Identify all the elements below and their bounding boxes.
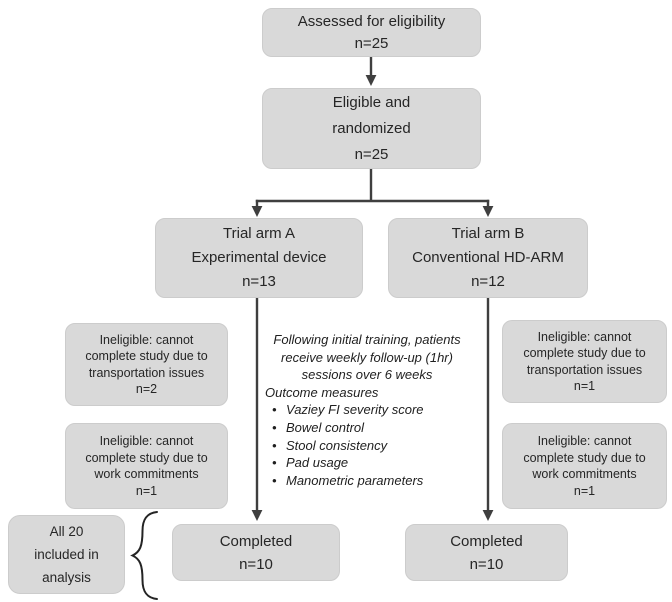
box-eligible-line: Eligible and — [332, 93, 411, 111]
box-arm-a-line: Trial arm A — [223, 225, 295, 242]
box-ineligible-b-work-count: n=1 — [573, 483, 596, 498]
bullet-icon: • — [272, 472, 277, 488]
box-assessed: Assessed for eligibility n=25 — [262, 8, 481, 57]
outcome-bullet: • Stool consistency — [258, 437, 476, 455]
bullet-icon: • — [272, 455, 277, 471]
outcome-bullet-label: Stool consistency — [286, 437, 388, 453]
box-analysis-note-line: analysis — [42, 570, 91, 585]
box-arm-a-count: n=13 — [242, 273, 276, 290]
box-completed-a-count: n=10 — [239, 555, 273, 573]
box-ineligible-a-work-line: complete study due to — [85, 450, 208, 465]
box-ineligible-b-work-line: Ineligible: cannot — [537, 434, 632, 448]
protocol-note-line: Following initial training, patients — [273, 332, 461, 347]
arrowhead-arm-b — [482, 206, 494, 217]
protocol-note-line: sessions over 6 weeks — [301, 367, 433, 383]
box-completed-b: Completed n=10 — [405, 524, 568, 581]
box-ineligible-a-work-count: n=1 — [135, 483, 158, 498]
outcome-bullet-label: Pad usage — [286, 455, 349, 471]
box-ineligible-b-transport: Ineligible: cannot complete study due to… — [502, 320, 667, 403]
outcome-measures-heading: Outcome measures — [265, 384, 379, 400]
box-completed-b-count: n=10 — [469, 555, 504, 573]
outcome-bullet: • Bowel control — [258, 419, 476, 437]
analysis-brace — [130, 511, 158, 600]
box-ineligible-b-transport-line: Ineligible: cannot — [537, 329, 632, 344]
box-eligible-line: randomized — [332, 119, 411, 137]
box-ineligible-a-work-line: Ineligible: cannot — [99, 434, 194, 448]
box-ineligible-a-transport: Ineligible: cannot complete study due to… — [65, 323, 228, 406]
protocol-note-line: receive weekly follow-up (1hr) — [281, 349, 453, 365]
arrowhead-completed-b — [482, 510, 494, 521]
box-ineligible-b-transport-line: complete study due to — [523, 346, 646, 360]
outcome-bullet: • Vaziey FI severity score — [258, 401, 476, 419]
box-arm-a: Trial arm A Experimental device n=13 — [155, 218, 363, 298]
outcome-bullet: • Manometric parameters — [258, 472, 476, 490]
arrowhead-eligible — [365, 75, 377, 86]
box-completed-a: Completed n=10 — [172, 524, 340, 581]
bullet-icon: • — [272, 437, 277, 453]
box-arm-b-line: Trial arm B — [451, 225, 525, 242]
box-ineligible-a-transport-line: Ineligible: cannot — [99, 332, 194, 347]
bullet-icon: • — [272, 402, 277, 418]
box-ineligible-a-transport-count: n=2 — [135, 382, 158, 396]
box-completed-a-line: Completed — [219, 532, 293, 550]
outcome-bullet-label: Bowel control — [286, 419, 365, 435]
box-arm-b-count: n=12 — [471, 273, 505, 290]
box-analysis-note: All 20 included in analysis — [8, 515, 125, 594]
box-ineligible-b-work-line: complete study due to — [523, 450, 646, 465]
box-ineligible-a-transport-line: transportation issues — [88, 365, 205, 380]
outcome-bullet-label: Vaziey FI severity score — [286, 402, 424, 418]
box-arm-b-line: Conventional HD-ARM — [412, 249, 564, 266]
box-ineligible-b-work: Ineligible: cannot complete study due to… — [502, 423, 667, 509]
box-ineligible-a-work: Ineligible: cannot complete study due to… — [65, 423, 228, 509]
box-eligible-count: n=25 — [354, 145, 389, 163]
box-assessed-count: n=25 — [354, 34, 389, 52]
protocol-note: Following initial training, patients rec… — [258, 331, 476, 489]
outcome-bullet: • Pad usage — [258, 454, 476, 472]
box-analysis-note-line: All 20 — [49, 524, 84, 539]
box-ineligible-a-work-line: work commitments — [94, 467, 199, 481]
box-ineligible-a-transport-line: complete study due to — [85, 349, 208, 363]
box-arm-a-line: Experimental device — [191, 249, 327, 266]
box-arm-b: Trial arm B Conventional HD-ARM n=12 — [388, 218, 588, 298]
box-completed-b-line: Completed — [450, 532, 523, 550]
arrowhead-completed-a — [251, 510, 263, 521]
box-ineligible-b-transport-line: transportation issues — [526, 362, 643, 377]
bullet-icon: • — [272, 419, 277, 435]
box-ineligible-b-work-line: work commitments — [532, 467, 637, 481]
box-analysis-note-line: included in — [34, 547, 99, 562]
arrowhead-arm-a — [251, 206, 263, 217]
box-assessed-line: Assessed for eligibility — [297, 12, 446, 30]
box-eligible: Eligible and randomized n=25 — [262, 88, 481, 169]
box-ineligible-b-transport-count: n=1 — [573, 379, 596, 393]
outcome-bullet-label: Manometric parameters — [286, 472, 424, 488]
